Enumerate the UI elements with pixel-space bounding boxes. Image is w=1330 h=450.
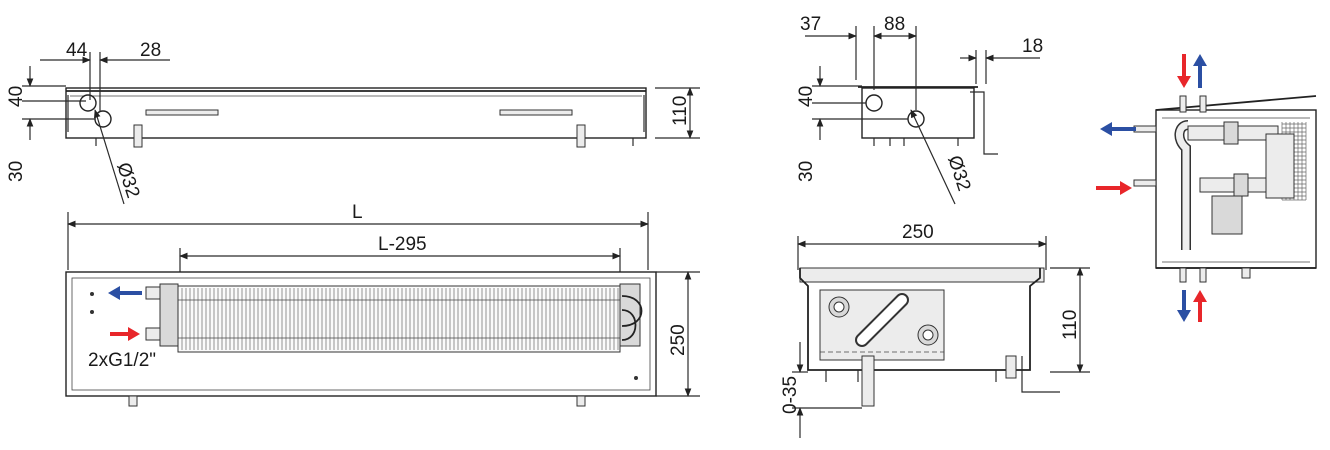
section-dim-width: 250 — [902, 222, 934, 243]
section-dim-height: 110 — [1060, 310, 1081, 340]
front-dim-44: 44 — [66, 40, 88, 61]
front-dim-40: 40 — [6, 86, 27, 107]
side-dim-88: 88 — [884, 14, 905, 35]
front-dim-30: 30 — [6, 161, 27, 182]
detail-arrow-bottom-down — [1177, 290, 1191, 322]
top-dim-coil: L-295 — [378, 234, 427, 255]
detail-arrow-left — [1100, 122, 1136, 136]
detail-arrow-right — [1096, 181, 1132, 195]
front-dim-pipe: Ø32 — [112, 160, 143, 201]
side-dim-40: 40 — [796, 86, 817, 107]
front-dim-110: 110 — [670, 96, 691, 126]
pipe-circle-upper — [79, 94, 97, 112]
detail-arrow-bottom-up — [1193, 290, 1207, 322]
section-view: 250 110 0-35 — [780, 222, 1090, 438]
top-view: L L-295 2xG1/2" 250 — [65, 202, 700, 407]
detail-arrow-top-down — [1177, 54, 1191, 88]
side-dim-37: 37 — [800, 14, 821, 35]
side-dim-18: 18 — [1022, 36, 1043, 57]
top-dim-width: 250 — [668, 324, 689, 356]
detail-view — [1096, 54, 1317, 322]
front-view: 44 28 40 30 110 Ø32 — [6, 40, 700, 205]
top-dim-length: L — [352, 202, 363, 223]
front-dim-28: 28 — [140, 40, 161, 61]
section-dim-adjust: 0-35 — [780, 376, 801, 414]
side-dim-30: 30 — [796, 161, 817, 182]
detail-arrow-top-up — [1193, 54, 1207, 88]
heat-exchanger-fins — [181, 288, 619, 350]
side-view: 37 88 18 40 30 Ø32 — [796, 14, 1043, 205]
top-connection-label: 2xG1/2" — [88, 350, 156, 371]
